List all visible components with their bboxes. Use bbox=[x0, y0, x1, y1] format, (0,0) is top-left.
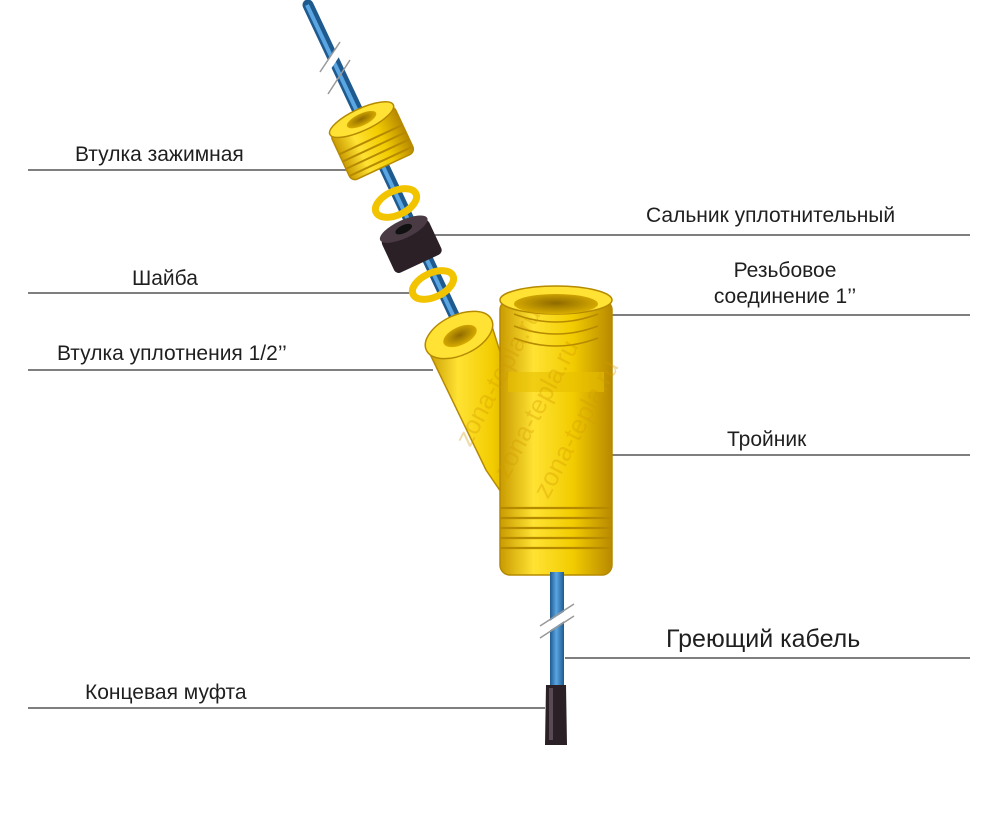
leader-lines bbox=[28, 169, 970, 709]
heating-cable-lower bbox=[537, 572, 577, 687]
label-washer: Шайба bbox=[132, 267, 198, 290]
label-threaded-connection: Резьбовое соединение 1’’ bbox=[700, 258, 870, 311]
label-seal-sleeve: Втулка уплотнения 1/2’’ bbox=[57, 342, 287, 365]
clamp-sleeve-part bbox=[328, 101, 415, 181]
label-seal-gland: Сальник уплотнительный bbox=[646, 204, 896, 227]
seal-gland-part bbox=[379, 215, 442, 273]
label-clamp-sleeve: Втулка зажимная bbox=[75, 143, 244, 166]
washer-lower-part bbox=[408, 267, 458, 303]
label-end-sleeve: Концевая муфта bbox=[85, 681, 247, 704]
label-tee: Тройник bbox=[727, 428, 807, 451]
tee-part: zona-tepla.ru zona-tepla.ru zona-tepla.r… bbox=[424, 285, 625, 576]
label-threaded-connection-line2: соединение 1’’ bbox=[713, 285, 857, 309]
label-threaded-connection-line1: Резьбовое bbox=[733, 259, 837, 282]
label-heating-cable: Греющий кабель bbox=[666, 625, 861, 653]
washer-upper-part bbox=[371, 185, 421, 221]
heating-cable-upper bbox=[302, 0, 474, 351]
end-sleeve-part bbox=[545, 685, 567, 745]
